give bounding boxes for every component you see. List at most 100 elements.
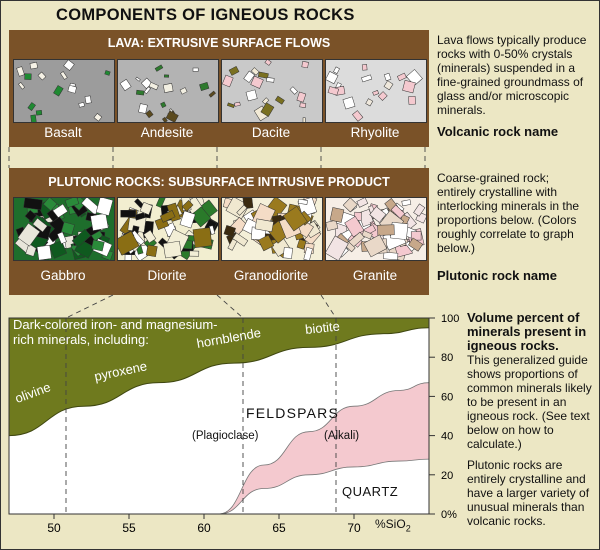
crystal: [266, 77, 275, 83]
crystal: [250, 67, 260, 76]
crystal: [302, 117, 306, 122]
crystal: [67, 84, 77, 94]
crystal: [148, 82, 159, 91]
crystal: [139, 201, 153, 216]
crystal: [118, 230, 140, 256]
crystal: [16, 66, 25, 77]
crystal: [408, 237, 424, 252]
crystal: [143, 229, 157, 244]
crystal: [396, 72, 407, 82]
plutonic-rock-name-label: Plutonic rock name: [437, 268, 557, 283]
generalized-guide-text: This generalized guide shows proportions…: [467, 353, 592, 451]
crystal: [135, 89, 145, 96]
crystal: [262, 97, 270, 105]
crystal: [363, 234, 388, 258]
crystal: [27, 102, 36, 111]
crystal-texture: [326, 64, 423, 122]
crystal: [274, 95, 285, 105]
crystal: [165, 110, 179, 122]
granodiorite-sample: [221, 197, 323, 261]
crystal: [234, 101, 241, 107]
crystal: [29, 61, 38, 70]
crystal: [78, 101, 85, 108]
crystal: [134, 212, 146, 221]
quartz-label: QUARTZ: [342, 484, 399, 499]
crystal: [406, 69, 423, 86]
crystal: [390, 204, 406, 219]
crystal: [369, 206, 387, 223]
feldspars-label: FELDSPARS: [246, 405, 340, 421]
crystal: [162, 83, 174, 93]
plutonic-band-title: PLUTONIC ROCKS: SUBSURFACE INTRUSIVE PRO…: [48, 175, 390, 189]
crystal: [135, 76, 141, 82]
volcanic-rock-name-rhyolite: Rhyolite: [350, 125, 400, 140]
crystal: [162, 240, 182, 259]
crystal: [402, 79, 416, 94]
crystal-texture: [119, 64, 216, 122]
crystal: [282, 247, 293, 259]
basalt-sample: [13, 59, 115, 123]
volcanic-rock-name-basalt: Basalt: [44, 125, 82, 140]
lava-description: Lava flows typically produce rocks with …: [437, 33, 587, 117]
crystal-texture: [326, 198, 426, 260]
crystal: [361, 74, 373, 83]
crystal: [342, 96, 356, 110]
crystal: [352, 110, 364, 122]
crystal: [289, 86, 298, 95]
diorite-sample: [117, 197, 219, 261]
crystal: [23, 198, 43, 211]
crystal: [60, 71, 68, 80]
crystal: [17, 222, 41, 247]
crystal: [326, 219, 339, 231]
crystal: [192, 67, 199, 72]
crystal: [408, 96, 416, 105]
crystal: [250, 75, 264, 89]
plutonic-rock-name-diorite: Diorite: [147, 268, 187, 283]
crystal: [296, 91, 307, 103]
crystal: [372, 90, 380, 96]
crystal: [383, 251, 399, 260]
crystal: [236, 204, 248, 216]
crystal: [245, 89, 258, 102]
crystal: [18, 82, 26, 90]
crystal: [189, 250, 200, 257]
crystal: [227, 238, 238, 251]
dark-minerals-label: Dark-colored iron- and magnesium-rich mi…: [13, 317, 218, 347]
crystal: [36, 244, 52, 260]
x-unit-subscript: 2: [405, 523, 411, 534]
crystal: [326, 71, 339, 85]
crystal: [257, 71, 269, 79]
crystal: [208, 225, 216, 235]
crystal: [95, 198, 114, 216]
crystal: [181, 200, 194, 212]
crystal: [120, 210, 136, 218]
crystal: [401, 199, 412, 207]
crystal: [46, 209, 59, 222]
crystal: [24, 73, 32, 80]
rhyolite-sample: [325, 59, 427, 123]
crystal: [356, 198, 369, 208]
crystal: [413, 203, 426, 217]
crystal: [299, 102, 307, 108]
crystal: [64, 198, 80, 209]
lava-band-title: LAVA: EXTRUSIVE SURFACE FLOWS: [107, 36, 331, 50]
plutonic-rock-name-granite: Granite: [352, 268, 398, 283]
crystal: [329, 207, 345, 223]
crystal-texture: [222, 60, 309, 122]
crystal: [377, 224, 395, 236]
crystal-texture: [118, 198, 218, 260]
crystal: [365, 98, 374, 107]
figure-title: COMPONENTS OF IGNEOUS ROCKS: [56, 6, 355, 24]
crystal: [91, 239, 105, 252]
crystal: [208, 90, 216, 98]
crystal: [303, 246, 313, 260]
crystal: [93, 113, 103, 122]
crystal: [342, 198, 358, 213]
crystal: [30, 114, 37, 122]
crystal-texture: [14, 198, 114, 260]
crystal: [163, 74, 170, 78]
crystal: [145, 244, 158, 258]
crystal: [138, 103, 148, 114]
crystal: [264, 60, 272, 66]
crystal: [155, 198, 166, 208]
